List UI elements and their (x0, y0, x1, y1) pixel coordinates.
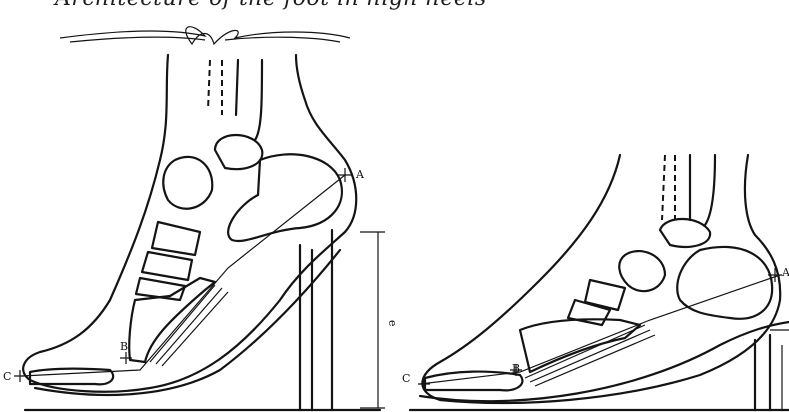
right-navicular (619, 251, 665, 291)
right-talus (660, 219, 710, 247)
left-label-c: C (3, 370, 11, 383)
left-foot-figure: A B C e (3, 55, 399, 410)
right-cuneiform-2 (568, 300, 610, 325)
right-point-c-marker (418, 378, 430, 390)
right-fibula (662, 155, 675, 220)
left-phalanges (30, 369, 113, 385)
right-reference-line (420, 275, 780, 384)
right-foot-figure: A B C (402, 155, 789, 410)
right-leg-outline (422, 155, 780, 403)
right-phalanges (425, 372, 522, 391)
left-label-a: A (355, 168, 365, 181)
right-label-a: A (781, 266, 789, 279)
left-label-b: B (120, 340, 128, 353)
left-cuneiform-2 (142, 252, 192, 280)
left-reference-line (22, 175, 345, 376)
right-metatarsal (520, 319, 640, 372)
right-metatarsal-lines (525, 325, 655, 386)
left-leg-outline (23, 55, 356, 392)
right-shoe-heel (755, 335, 770, 410)
left-fibula (208, 60, 222, 115)
left-tibia (236, 60, 262, 140)
left-talus (215, 135, 262, 169)
left-cuneiform-1 (152, 222, 200, 255)
right-label-c: C (402, 372, 410, 385)
right-label-b: B (512, 362, 520, 375)
right-dimension-line (770, 330, 789, 410)
right-tibia (690, 155, 715, 225)
left-navicular (163, 157, 212, 209)
left-dimension-label: e (386, 320, 399, 327)
flourish-divider-icon (60, 27, 350, 44)
left-dimension-line (360, 232, 385, 408)
left-metatarsal (129, 278, 215, 362)
